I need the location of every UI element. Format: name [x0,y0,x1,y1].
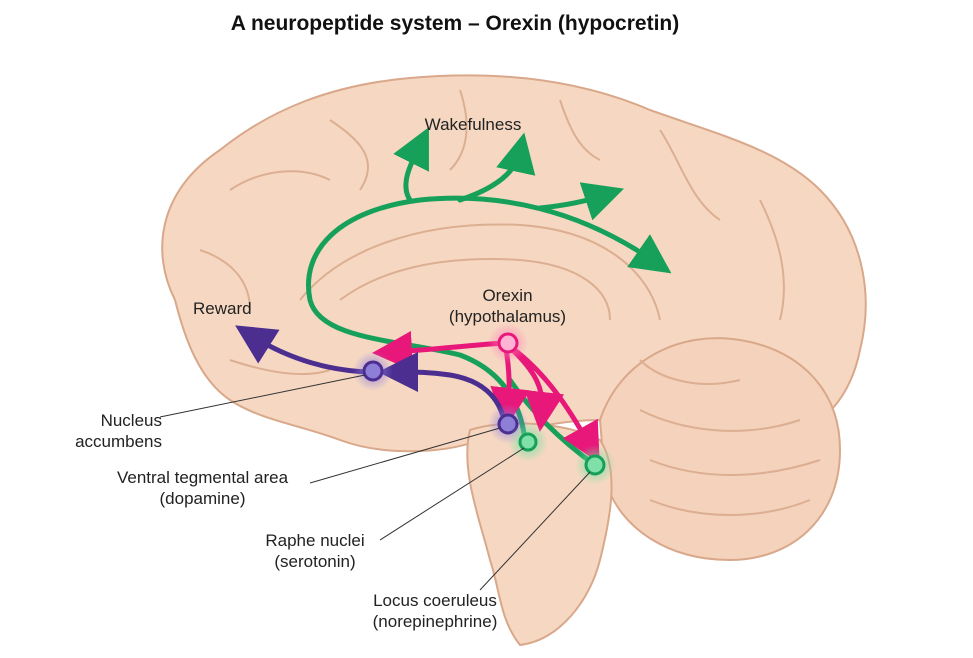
orexin-label-line1: Orexin [482,286,533,305]
leader-lines [159,374,591,591]
vta-label-line1: Ventral tegmental area [116,468,289,487]
vta-label-line2: (dopamine) [159,489,246,508]
reward-label: Reward [193,299,252,318]
orexin-label-line2: (hypothalamus) [448,307,567,326]
nucleus-accumbens-label: Nucleus accumbens [40,410,162,452]
wakefulness-label: Wakefulness [424,115,522,134]
nucleus-accumbens-node [353,351,393,391]
raphe-label-line2: (serotonin) [274,552,356,571]
raphe-label: Raphe nuclei (serotonin) [250,530,380,572]
locus-coeruleus-line1: Locus coeruleus [373,591,497,610]
nucleus-accumbens-line1: Nucleus [100,411,162,430]
nucleus-accumbens-line2: accumbens [75,432,162,451]
raphe-label-line1: Raphe nuclei [265,531,365,550]
locus-coeruleus-line2: (norepinephrine) [372,612,498,631]
orexin-node [488,323,528,363]
diagram-title: A neuropeptide system – Orexin (hypocret… [230,12,680,35]
locus-coeruleus-node [575,445,615,485]
orexin-label: Orexin (hypothalamus) [420,285,595,327]
gyri-lines [199,89,821,516]
raphe-node [508,422,548,462]
locus-coeruleus-label: Locus coeruleus (norepinephrine) [350,590,520,632]
cerebellum-shape [598,337,842,562]
vta-label: Ventral tegmental area (dopamine) [95,467,310,509]
